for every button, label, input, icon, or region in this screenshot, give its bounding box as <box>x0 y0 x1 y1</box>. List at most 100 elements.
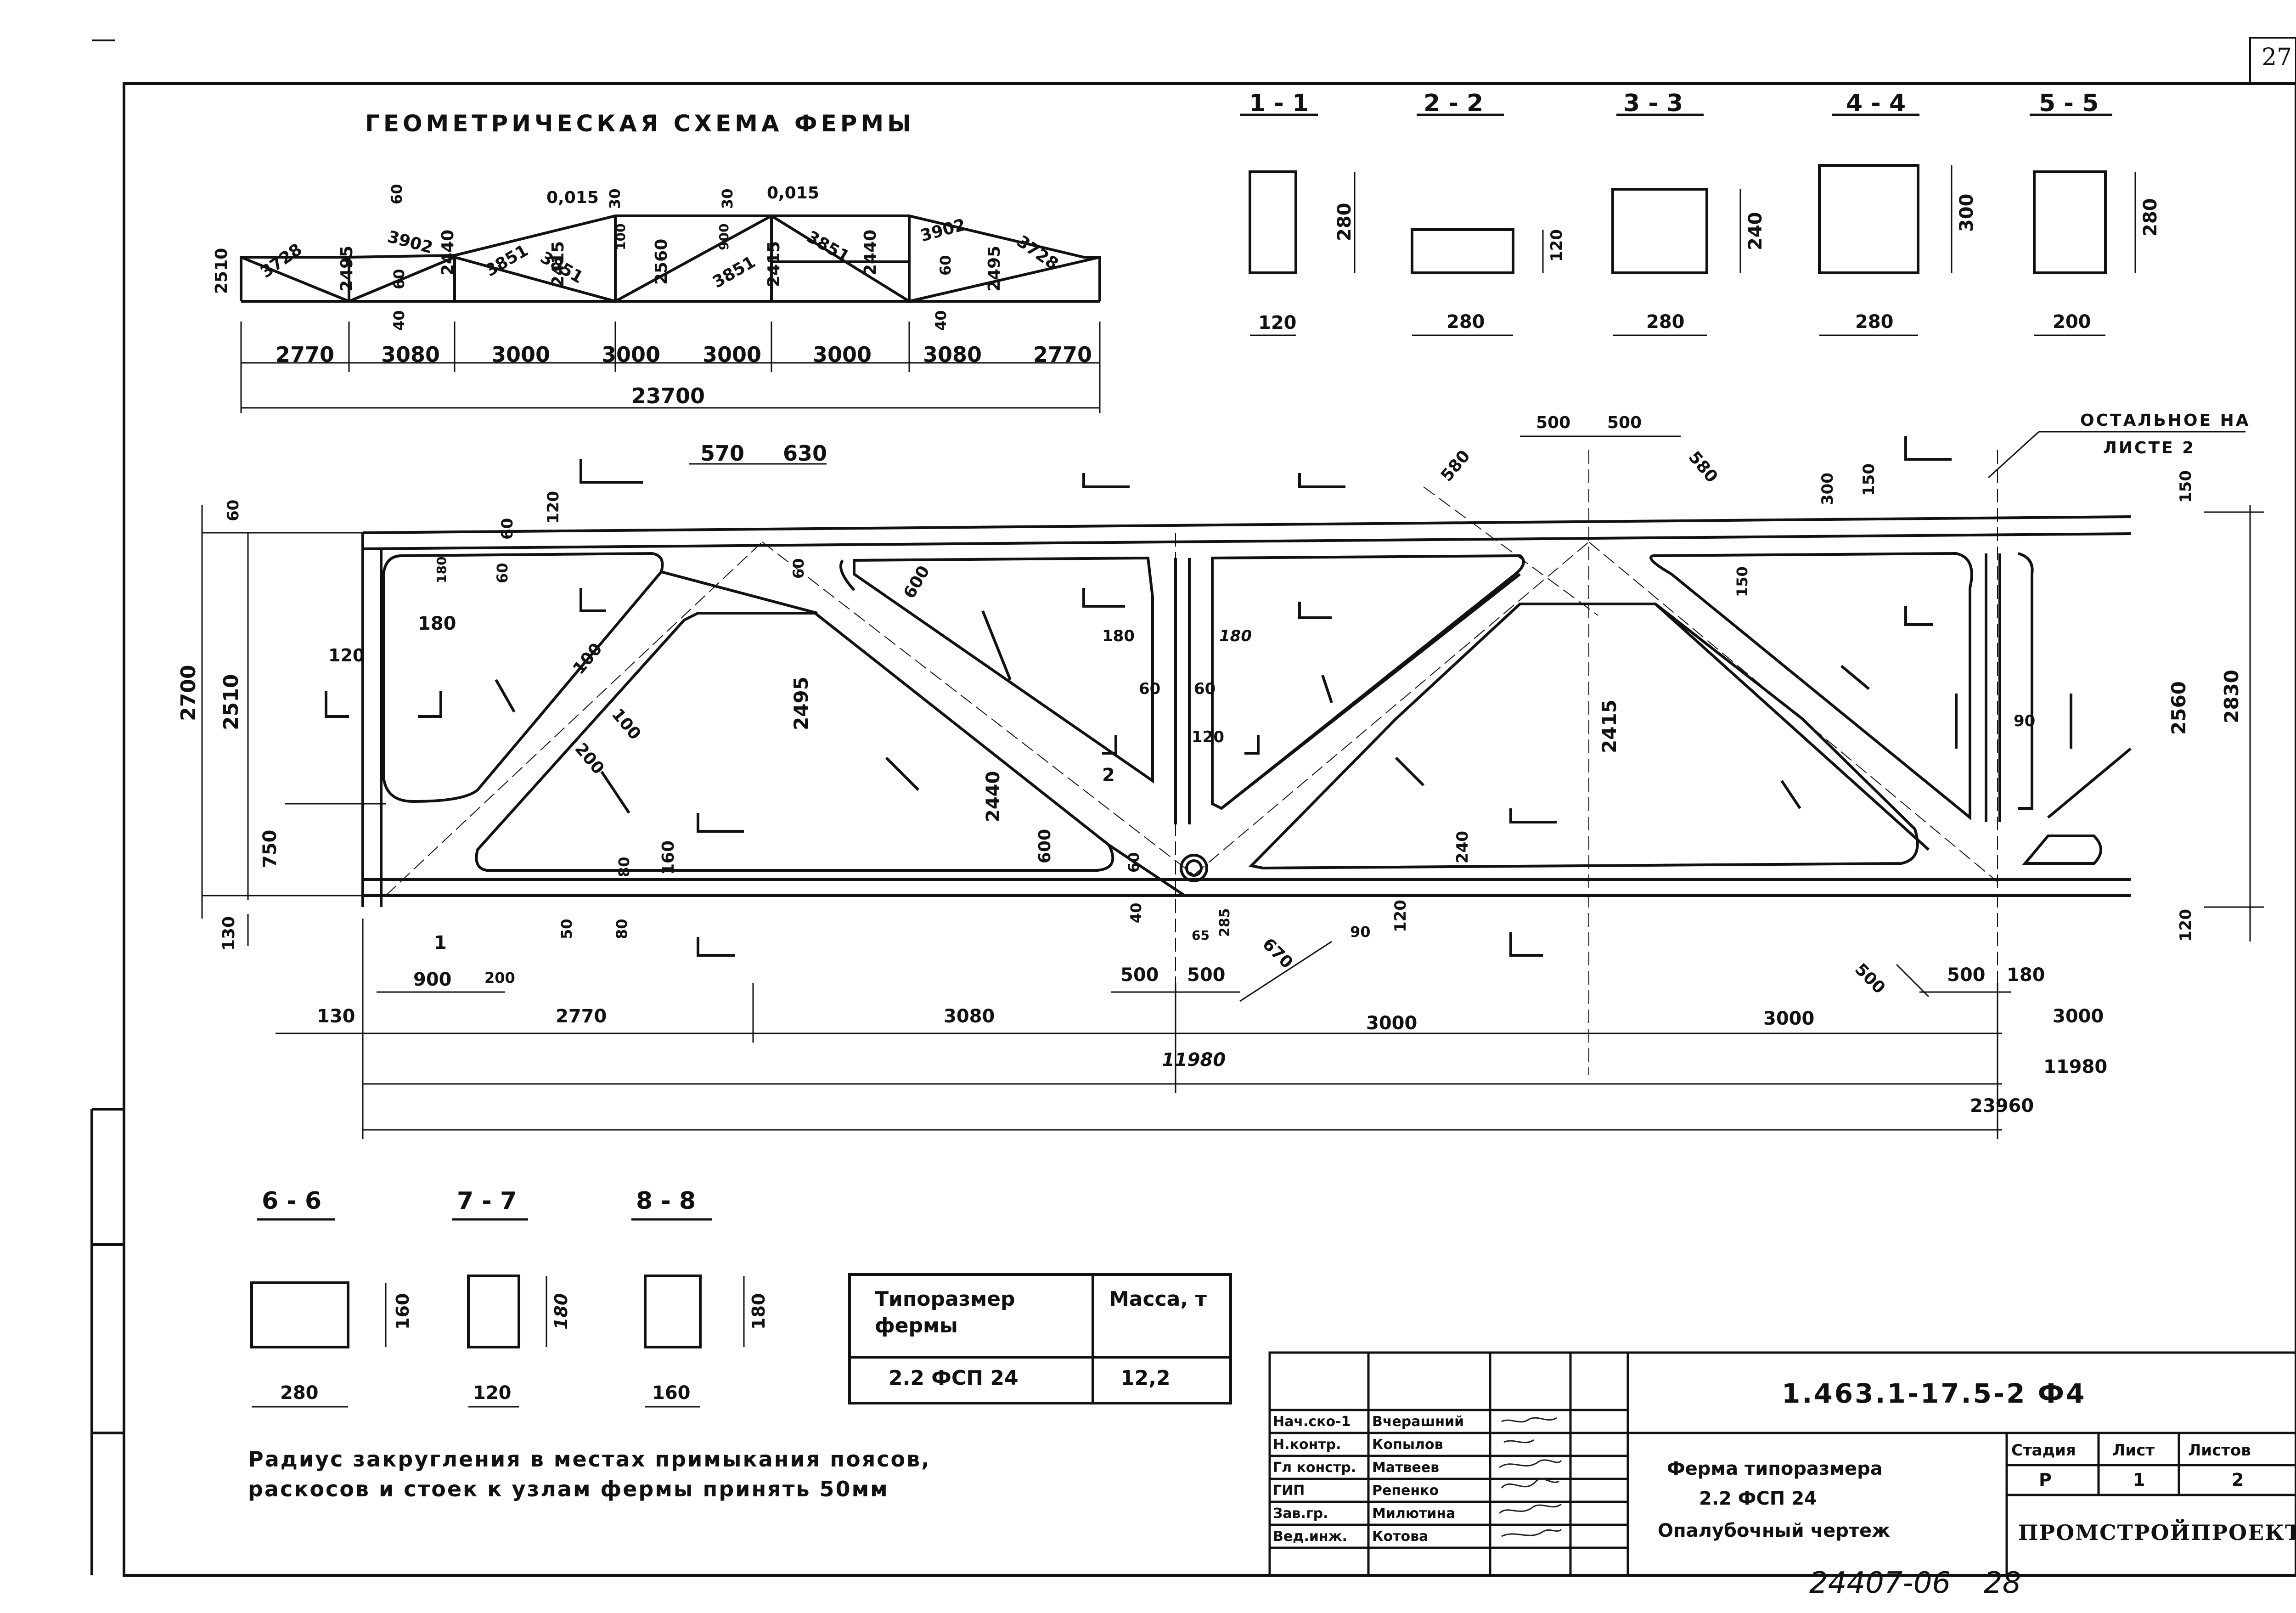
misc-2415: 2415 <box>1598 699 1621 753</box>
stamp-role-1: Нач.ско-1 <box>1273 1414 1351 1430</box>
mass-header-type-text: Типоразмер фермы <box>875 1287 1015 1337</box>
misc-60a: 60 <box>498 518 517 540</box>
stamp-sheets-value: 2 <box>2232 1470 2244 1490</box>
misc-180d: 180 <box>1219 627 1252 645</box>
top-dim-570: 570 <box>700 441 745 466</box>
left-dim-750: 750 <box>259 829 281 869</box>
section-label-8-8: 8 - 8 <box>636 1187 696 1215</box>
sec6-w: 280 <box>280 1382 319 1404</box>
misc-120d: 120 <box>1192 728 1224 746</box>
misc-80a: 80 <box>615 857 633 877</box>
stamp-name-2: Копылов <box>1372 1437 1443 1453</box>
section-label-1-1: 1 - 1 <box>1249 90 1309 117</box>
rest-note-1: ОСТАЛЬНОЕ НА <box>2080 411 2251 430</box>
sec5-w: 200 <box>2053 311 2091 333</box>
geo-vert-5: 2415 <box>765 241 783 287</box>
geo-small-1: 60 <box>388 184 405 204</box>
stamp-title-1: Ферма типоразмера <box>1667 1458 1883 1479</box>
top-dim-630: 630 <box>783 441 827 466</box>
section-label-2-2: 2 - 2 <box>1424 90 1484 117</box>
geo-vert-1: 2495 <box>338 245 356 292</box>
left-dim-2510: 2510 <box>219 674 243 730</box>
marker-2: 2 <box>1102 765 1115 786</box>
misc-60c: 60 <box>790 558 807 579</box>
stamp-name-3: Матвеев <box>1372 1460 1440 1476</box>
section-label-4-4: 4 - 4 <box>1846 90 1906 117</box>
misc-50a: 50 <box>558 919 575 939</box>
main-dim-3000b: 3000 <box>1763 1008 1815 1029</box>
stamp-name-1: Вчерашний <box>1372 1414 1464 1430</box>
sec4-w: 280 <box>1855 311 1894 333</box>
geo-span-1: 2770 <box>276 342 335 367</box>
geo-span-6: 3000 <box>813 342 872 367</box>
stamp-role-2: Н.контр. <box>1273 1437 1341 1453</box>
geo-small-5: 100 <box>613 223 628 250</box>
misc-180a: 180 <box>434 556 449 583</box>
cut-markers <box>325 436 2072 957</box>
geo-slope-2: 0,015 <box>767 184 819 203</box>
sec2-h: 120 <box>1548 229 1566 262</box>
misc-180b: 180 <box>418 613 456 634</box>
misc-60e: 60 <box>1139 680 1161 698</box>
misc-120b: 120 <box>328 645 365 666</box>
geo-small-9: 40 <box>932 310 950 331</box>
geo-small-7: 900 <box>716 223 732 250</box>
geo-span-2: 3080 <box>381 342 440 367</box>
misc-40: 40 <box>1127 902 1145 923</box>
section-label-7-7: 7 - 7 <box>457 1187 517 1215</box>
footer-code: 24407-06 <box>1809 1566 1951 1600</box>
sec6-h: 160 <box>393 1293 413 1330</box>
stamp-code: 1.463.1-17.5-2 Ф4 <box>1782 1378 2087 1409</box>
section-rects-lower <box>250 1275 702 1348</box>
section-rects-top <box>1249 164 2107 274</box>
section-label-6-6: 6 - 6 <box>262 1187 322 1215</box>
misc-500d: 180 <box>2007 964 2045 986</box>
sec2-w: 280 <box>1446 311 1485 333</box>
sec1-h: 280 <box>1334 203 1355 242</box>
main-half-right: 11980 <box>2043 1056 2108 1077</box>
stamp-role-5: Зав.гр. <box>1273 1506 1328 1522</box>
misc-500c: 500 <box>1947 964 1986 986</box>
stamp-role-3: Гл констр. <box>1273 1460 1356 1476</box>
stamp-stage-header: Стадия <box>2011 1441 2076 1460</box>
stamp-title-2: 2.2 ФСП 24 <box>1699 1488 1817 1509</box>
right-dim-2560: 2560 <box>2167 681 2190 735</box>
geo-vert-6: 2440 <box>861 229 880 276</box>
stamp-name-4: Репенко <box>1372 1483 1439 1499</box>
mass-header-mass-text: Масса, т <box>1109 1287 1207 1311</box>
misc-500a: 500 <box>1120 964 1159 986</box>
mass-row-type: 2.2 ФСП 24 <box>889 1366 1019 1390</box>
misc-900: 900 <box>413 969 452 990</box>
title-block-grid <box>1268 1351 2296 1577</box>
misc-120c: 120 <box>1391 900 1410 932</box>
mass-table-grid <box>848 1273 1232 1404</box>
main-dim-3000c: 3000 <box>2053 1006 2104 1027</box>
geo-height-left: 2510 <box>212 248 231 294</box>
misc-120a: 120 <box>544 491 563 524</box>
misc-60d: 60 <box>1125 852 1142 873</box>
stamp-role-4: ГИП <box>1273 1483 1305 1499</box>
stamp-sheets-header: Листов <box>2188 1441 2251 1460</box>
geo-span-3: 3000 <box>491 342 551 367</box>
geo-small-2: 60 <box>390 269 408 289</box>
geo-small-4: 30 <box>606 188 624 209</box>
note-line-2: раскосов и стоек к узлам фермы принять 5… <box>248 1477 889 1501</box>
main-dim-3000a: 3000 <box>1366 1013 1418 1034</box>
rest-note-2: ЛИСТЕ 2 <box>2103 439 2196 457</box>
geo-slope-1: 0,015 <box>546 188 599 207</box>
stamp-sheet-header: Лист <box>2112 1441 2155 1460</box>
right-dim-150: 150 <box>2177 470 2195 503</box>
misc-200b: 200 <box>484 969 515 987</box>
stamp-stage-value: Р <box>2039 1470 2052 1490</box>
truss-elevation <box>361 515 2132 907</box>
page-number: 27 <box>2262 44 2292 71</box>
geo-span-8: 2770 <box>1033 342 1092 367</box>
sec7-w: 120 <box>473 1382 512 1404</box>
top-dim-500b: 500 <box>1607 413 1642 432</box>
misc-285: 285 <box>1217 908 1233 937</box>
misc-2495: 2495 <box>790 677 812 730</box>
stamp-org: ПРОМСТРОЙПРОЕКТ <box>2018 1520 2296 1545</box>
sec5-h: 280 <box>2140 198 2161 237</box>
top-dim-500a: 500 <box>1536 413 1571 432</box>
